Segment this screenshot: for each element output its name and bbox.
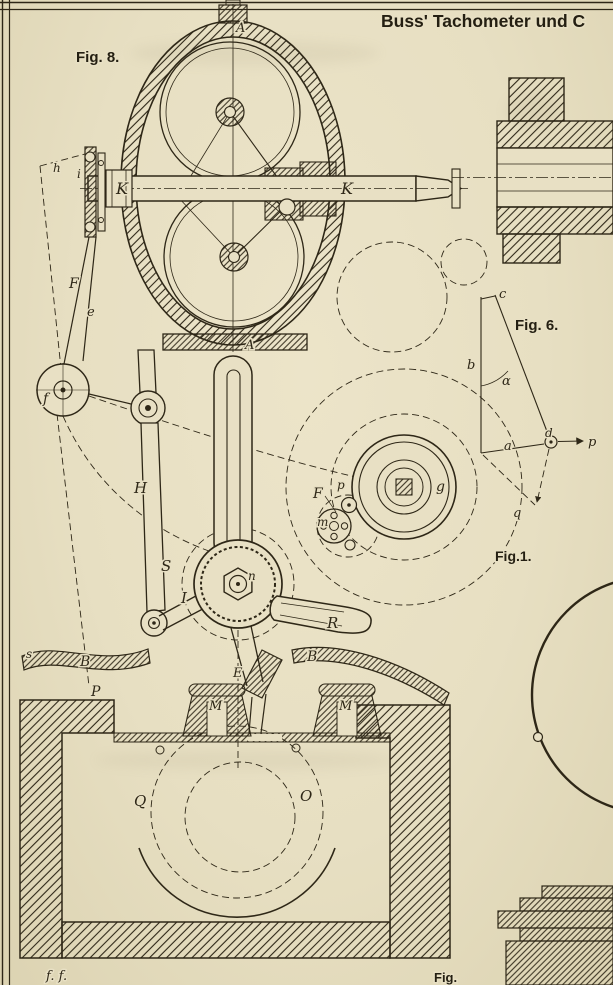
link-bar-H [140,422,166,613]
label-K-right: K [340,179,354,198]
label-I: I [180,589,188,607]
label-p-gear: p [337,478,345,492]
label-S: S [161,557,171,575]
label-H: H [133,479,148,497]
left-rim-band [21,648,151,671]
label-n: n [248,569,256,583]
label-b: b [467,358,475,373]
fig1-caption: Fig.1. [495,548,532,564]
plate-title: Buss' Tachometer und C [381,11,586,31]
shaft-collar [105,169,133,208]
label-R: R [326,614,338,632]
label-d: d [545,426,553,440]
left-wall [19,699,115,959]
label-O: O [300,787,312,805]
label-K-left: K [115,179,129,198]
label-e: e [87,305,95,320]
label-F-gear: F [312,486,324,502]
top-right-shaft-section [452,77,613,264]
slotted-link [213,355,253,563]
label-A-bottom: A [244,338,254,353]
bleedthrough-smudge [95,750,395,770]
base-band [61,921,391,959]
bottom-valve-housing [19,646,451,959]
label-s: s [26,647,32,661]
label-p-vec: p [588,435,597,450]
chamber-wall-arc [138,847,336,918]
label-h: h [53,161,61,175]
label-i: i [77,167,81,181]
fig-caption-partial: Fig. [434,970,457,985]
label-a: a [504,439,512,454]
square-bore [395,478,413,496]
label-q-vec: q [513,506,521,521]
label-M-left: M [208,699,223,714]
fig6-vector-diagram [480,294,584,506]
label-E: E [232,666,243,681]
plate-stack-section [497,885,613,985]
left-clamp-linkage [36,146,132,417]
right-wall [355,704,451,959]
label-M-right: M [338,699,353,714]
label-Q: Q [134,792,146,810]
label-F-rod: F [68,276,80,292]
bearing-lower [299,200,337,217]
label-g: g [436,479,445,495]
pulley-g-group [316,434,457,551]
label-B-left: B [79,654,90,670]
spindle-K [80,161,468,217]
labels: Buss' Tachometer und C Fig. 8. Fig. 6. F… [25,10,599,985]
label-P: P [90,684,101,700]
base-flange [162,333,308,351]
link-pin [278,198,296,216]
label-B-right: B [306,649,317,665]
gland-block [241,649,283,699]
fig1-case-circle [530,581,613,809]
label-A-top: A [235,21,245,36]
central-linkage [130,349,372,734]
label-alpha: α [502,374,511,389]
fig8-caption: Fig. 8. [76,49,119,66]
bearing-upper [299,161,337,177]
label-m: m [317,515,328,529]
bottom-left-marks: f. f. [45,969,67,984]
fig6-caption: Fig. 6. [515,317,558,334]
label-c: c [499,287,507,302]
lever-handle-R [269,595,372,634]
right-rim-band [291,646,450,706]
